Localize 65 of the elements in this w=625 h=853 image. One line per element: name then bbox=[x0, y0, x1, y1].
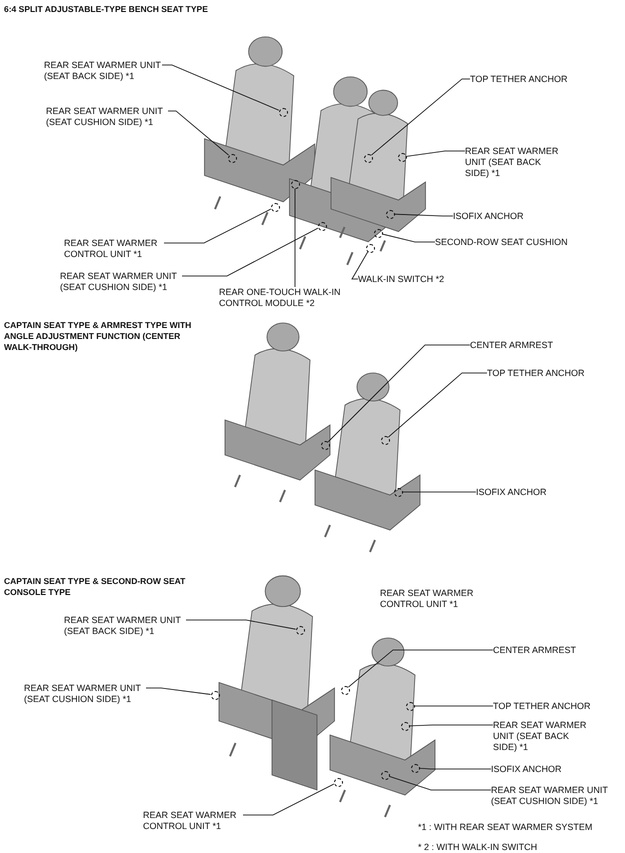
part-marker bbox=[400, 722, 410, 730]
leader-line bbox=[388, 776, 492, 790]
callout-label: ISOFIX ANCHOR bbox=[491, 764, 562, 775]
leader-line bbox=[186, 620, 296, 630]
callout-label: REAR SEAT WARMER CONTROL UNIT *1 bbox=[380, 588, 474, 610]
section-heading: 6:4 SPLIT ADJUSTABLE-TYPE BENCH SEAT TYPE bbox=[4, 4, 208, 15]
part-marker bbox=[364, 154, 372, 162]
part-marker bbox=[340, 686, 350, 694]
callout-label: REAR SEAT WARMER UNIT (SEAT BACK SIDE) *1 bbox=[465, 146, 560, 179]
callout-label: CENTER ARMREST bbox=[470, 340, 554, 351]
part-marker bbox=[228, 154, 236, 162]
callout-label: REAR SEAT WARMER UNIT (SEAT CUSHION SIDE) *1 bbox=[46, 106, 168, 128]
leader-line bbox=[371, 78, 470, 156]
part-marker bbox=[386, 210, 394, 218]
part-marker bbox=[270, 202, 280, 212]
callout-label: ISOFIX ANCHOR bbox=[476, 487, 547, 498]
callout-label: REAR SEAT WARMER UNIT (SEAT CUSHION SIDE) *1 bbox=[491, 785, 613, 807]
callout-label: WALK-IN SWITCH *2 bbox=[358, 274, 444, 285]
part-marker bbox=[290, 180, 300, 188]
callout-label: TOP TETHER ANCHOR bbox=[493, 701, 591, 712]
callout-label: REAR SEAT WARMER UNIT (SEAT CUSHION SIDE) *1 bbox=[60, 271, 182, 293]
callout-label: TOP TETHER ANCHOR bbox=[487, 368, 585, 379]
leader-line bbox=[406, 150, 466, 157]
leader-line bbox=[162, 64, 280, 111]
part-marker bbox=[398, 152, 406, 162]
callout-label: ISOFIX ANCHOR bbox=[453, 211, 524, 222]
callout-label: REAR SEAT WARMER UNIT (SEAT BACK SIDE) *1 bbox=[44, 60, 162, 82]
callout-label: REAR SEAT WARMER UNIT (SEAT BACK SIDE) *1 bbox=[64, 615, 186, 637]
part-marker bbox=[394, 488, 402, 496]
part-marker bbox=[406, 702, 414, 710]
callout-label: REAR SEAT WARMER CONTROL UNIT *1 bbox=[143, 810, 243, 832]
part-marker bbox=[334, 778, 342, 786]
leader-line bbox=[328, 344, 470, 442]
leader-line bbox=[294, 188, 296, 288]
part-marker bbox=[380, 770, 390, 780]
callout-label: REAR ONE-TOUCH WALK-IN CONTROL MODULE *2 bbox=[219, 287, 354, 309]
callout-label: SECOND-ROW SEAT CUSHION bbox=[435, 237, 568, 248]
leader-line bbox=[419, 768, 492, 770]
part-marker bbox=[296, 626, 304, 634]
part-marker bbox=[380, 436, 390, 444]
callout-label: REAR SEAT WARMER UNIT (SEAT CUSHION SIDE) *1 bbox=[24, 683, 146, 705]
leader-line bbox=[164, 208, 272, 244]
leader-line bbox=[394, 214, 454, 216]
leader-line bbox=[348, 650, 494, 688]
callout-label: TOP TETHER ANCHOR bbox=[470, 74, 568, 85]
leader-line bbox=[409, 724, 494, 726]
callout-label: REAR SEAT WARMER UNIT (SEAT BACK SIDE) *1 bbox=[493, 720, 588, 753]
part-marker bbox=[210, 690, 220, 700]
section-heading: CAPTAIN SEAT TYPE & ARMREST TYPE WITH ANGLE ADJUSTMENT FUNCTION (CENTER WALK-THROUGH) bbox=[4, 320, 192, 353]
section-heading: CAPTAIN SEAT TYPE & SECOND-ROW SEAT CONSOLE TYPE bbox=[4, 576, 186, 598]
footnote: * 2 : WITH WALK-IN SWITCH bbox=[418, 842, 538, 853]
callout-label: CENTER ARMREST bbox=[493, 645, 576, 656]
leader-line bbox=[168, 110, 229, 156]
callout-label: REAR SEAT WARMER CONTROL UNIT *1 bbox=[64, 238, 164, 260]
part-marker bbox=[374, 228, 382, 238]
leader-line bbox=[351, 251, 368, 280]
part-marker bbox=[318, 222, 326, 230]
leader-line bbox=[242, 784, 334, 816]
part-marker bbox=[366, 244, 374, 252]
part-marker bbox=[320, 440, 330, 450]
leader-line bbox=[182, 228, 318, 276]
part-marker bbox=[410, 764, 420, 772]
footnote: *1 : WITH REAR SEAT WARMER SYSTEM bbox=[418, 822, 592, 833]
part-marker bbox=[278, 108, 288, 116]
leader-line bbox=[382, 234, 436, 242]
